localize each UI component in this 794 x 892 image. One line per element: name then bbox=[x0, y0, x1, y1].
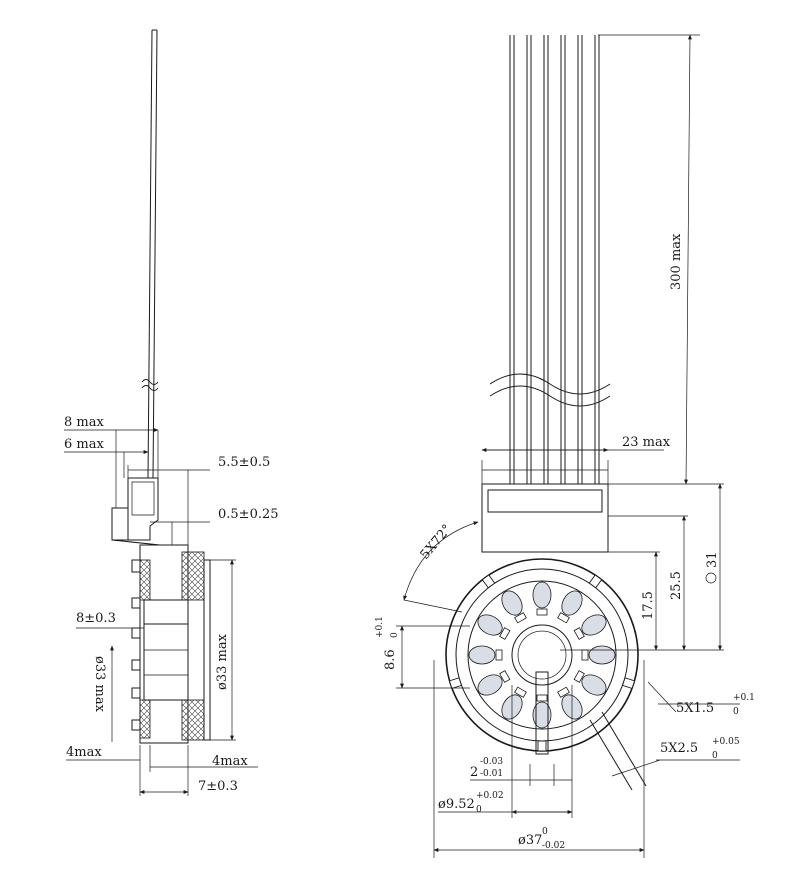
mounting-slot bbox=[588, 574, 603, 589]
dim-5x1-5-tol-up: +0.1 bbox=[733, 693, 755, 703]
dim-8-6-tol-low: 0 bbox=[390, 632, 400, 638]
dim-outer: ø37 bbox=[518, 833, 542, 848]
dim-5x2-5-tol-low: 0 bbox=[712, 751, 718, 761]
dim-bore: ø9.52 bbox=[438, 797, 475, 812]
dim-8-6-tol-up: +0.1 bbox=[375, 616, 385, 638]
stator-coil bbox=[477, 670, 511, 696]
dim-4max-right: 4max bbox=[212, 754, 248, 769]
dim-8-6-group: 8.6 +0.1 0 bbox=[375, 616, 400, 670]
stator-coil bbox=[532, 581, 552, 616]
dim-17-5: 17.5 bbox=[641, 591, 656, 620]
dim-2-tol-up: -0.03 bbox=[480, 757, 503, 767]
dim-outer-tol-low: -0.02 bbox=[542, 841, 565, 851]
dim-4max-left: 4max bbox=[66, 745, 102, 760]
dim-angle: 5X72° bbox=[418, 522, 456, 563]
dim-5-5: 5.5±0.5 bbox=[218, 455, 270, 470]
dim-8-6: 8.6 bbox=[383, 649, 398, 670]
mounting-slot bbox=[448, 677, 463, 690]
dim-0-5: 0.5±0.25 bbox=[218, 507, 279, 522]
dim-outer-tol-up: 0 bbox=[542, 827, 548, 837]
dim-8-max: 8 max bbox=[64, 415, 104, 430]
dim-bore-group: ø9.52 +0.02 0 bbox=[438, 791, 504, 815]
dim-2-group: 2 -0.03 -0.01 bbox=[470, 757, 503, 780]
stator-coil bbox=[532, 694, 552, 729]
dim-23-max: 23 max bbox=[622, 435, 671, 450]
stator-body bbox=[131, 544, 211, 744]
dim-5x2-5-group: 5X2.5 +0.05 0 bbox=[660, 737, 740, 761]
front-dimension-lines bbox=[396, 34, 740, 858]
connector-housing bbox=[111, 477, 161, 546]
stator-coil bbox=[501, 590, 527, 624]
dim-8-tol: 8±0.3 bbox=[76, 611, 116, 626]
side-view: 8 max 6 max 5.5±0.5 0.5±0.25 8±0.3 ø33 m… bbox=[64, 29, 279, 796]
dim-outer-group: ø37 0 -0.02 bbox=[518, 827, 565, 851]
dim-7-tol: 7±0.3 bbox=[198, 779, 238, 794]
stator-disc bbox=[445, 558, 647, 791]
stator-coil bbox=[573, 614, 607, 640]
lead-wire bbox=[141, 29, 159, 479]
dim-2: 2 bbox=[470, 765, 478, 780]
side-dimension-lines bbox=[64, 428, 258, 796]
dim-31: 31 bbox=[705, 551, 720, 568]
dim-5x2-5: 5X2.5 bbox=[660, 741, 698, 756]
dim-2-tol-low: -0.01 bbox=[480, 769, 503, 779]
dim-25-5: 25.5 bbox=[669, 571, 684, 600]
front-lead-wires bbox=[489, 35, 611, 484]
dim-6-max: 6 max bbox=[64, 437, 104, 452]
dim-5x1-5-tol-low: 0 bbox=[733, 707, 739, 717]
dim-phi33-right: ø33 max bbox=[215, 633, 230, 690]
front-connector-block bbox=[481, 460, 609, 553]
stator-coil bbox=[557, 590, 583, 624]
dim-5x2-5-tol-up: +0.05 bbox=[712, 737, 740, 747]
dim-bore-tol-low: 0 bbox=[476, 805, 482, 815]
mounting-slot bbox=[537, 740, 547, 752]
mounting-slot bbox=[621, 677, 636, 690]
dim-5x1-5: 5X1.5 bbox=[676, 701, 714, 716]
dim-bore-tol-up: +0.02 bbox=[476, 791, 504, 801]
dim-5x1-5-group: 5X1.5 +0.1 0 bbox=[676, 693, 755, 717]
stator-coil bbox=[581, 645, 616, 665]
dim-300-max: 300 max bbox=[669, 233, 684, 290]
stator-coil bbox=[573, 670, 607, 696]
stator-coil bbox=[477, 614, 511, 640]
front-view: 300 max 23 max 5X72° 25.5 17.5 31 8.6 +0… bbox=[375, 34, 755, 858]
stator-coil bbox=[468, 645, 503, 665]
dim-phi33-left: ø33 max bbox=[92, 656, 107, 713]
mounting-slot bbox=[481, 574, 496, 589]
dim-31-group: 31 bbox=[705, 551, 720, 584]
